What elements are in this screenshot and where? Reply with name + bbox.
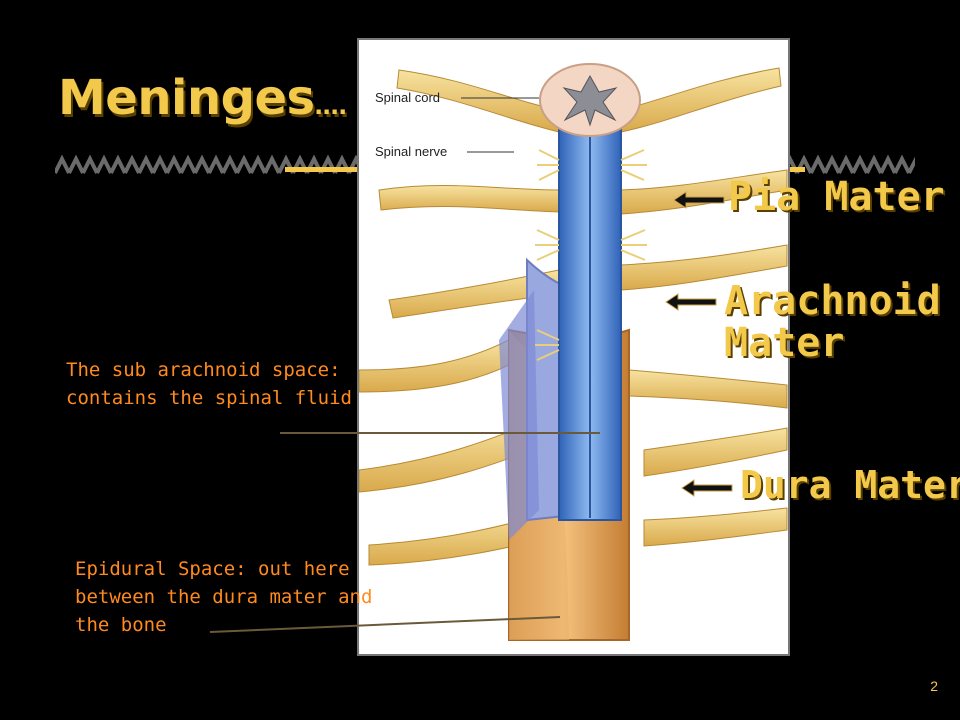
- title-text: Meninges: [58, 70, 315, 126]
- title-suffix: ….: [314, 92, 348, 120]
- epidural-note-line2: between the dura mater and: [75, 586, 373, 608]
- subarachnoid-space-note: The sub arachnoid space: contains the sp…: [66, 356, 352, 412]
- subarachnoid-note-line1: The sub arachnoid space:: [66, 359, 341, 381]
- spinal-cord-illustration: [359, 63, 788, 641]
- arachnoid-label-line2: Mater: [724, 320, 845, 366]
- slide-title: Meninges….: [58, 70, 347, 126]
- spinal-meninges-figure: Spinal cord Spinal nerve: [357, 38, 790, 656]
- slide-number: 2: [930, 678, 938, 694]
- dura-arrow-icon: [681, 479, 733, 497]
- epidural-note-line1: Epidural Space: out here: [75, 558, 350, 580]
- pia-mater-label: Pia Mater: [728, 174, 945, 220]
- nerve-rootlets: [535, 149, 647, 361]
- subarachnoid-note-line2: contains the spinal fluid: [66, 387, 352, 409]
- arachnoid-arrow-icon: [665, 293, 717, 311]
- epidural-space-note: Epidural Space: out here between the dur…: [75, 555, 372, 639]
- spinal-cord-label: Spinal cord: [375, 90, 441, 105]
- epidural-note-line3: the bone: [75, 614, 167, 636]
- dura-mater-label: Dura Mater: [740, 463, 960, 507]
- spinal-nerves: [359, 67, 788, 566]
- arachnoid-label-line1: Arachnoid: [724, 278, 941, 324]
- pia-arrow-icon: [673, 191, 725, 209]
- arachnoid-mater-label: Arachnoid Mater: [724, 280, 941, 364]
- spinal-nerve-label: Spinal nerve: [375, 144, 448, 159]
